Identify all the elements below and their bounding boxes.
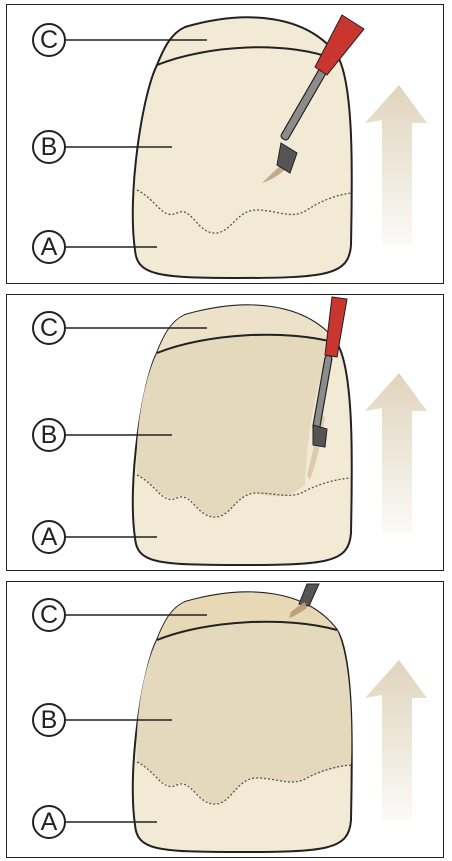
- step-3-panel: C B A: [6, 581, 444, 858]
- callout-b: B: [32, 418, 66, 452]
- upward-arrow: [365, 85, 427, 245]
- step-2-panel: C B A: [6, 294, 444, 571]
- callout-a: A: [32, 230, 66, 264]
- callout-c: C: [32, 598, 66, 632]
- step-1-illustration: [7, 5, 444, 284]
- callout-c: C: [32, 23, 66, 57]
- callout-c: C: [32, 311, 66, 345]
- callout-b: B: [32, 130, 66, 164]
- callout-a: A: [32, 520, 66, 554]
- step-2-illustration: [7, 295, 444, 571]
- callout-b: B: [32, 703, 66, 737]
- step-1-panel: C B A: [6, 4, 444, 284]
- upward-arrow: [365, 373, 427, 533]
- step-3-illustration: [7, 582, 444, 858]
- upward-arrow: [365, 660, 427, 820]
- callout-a: A: [32, 805, 66, 839]
